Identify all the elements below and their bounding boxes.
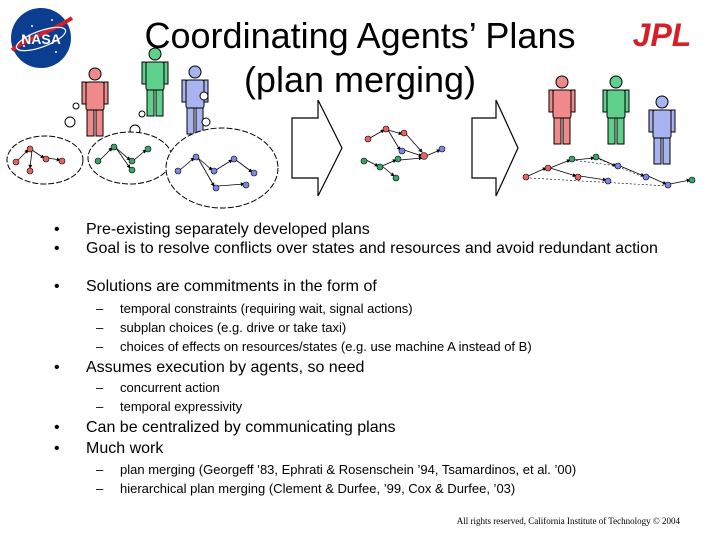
bullet-3: • Solutions are commitments in the form … [54, 278, 676, 296]
sub-bullet: –temporal constraints (requiring wait, s… [96, 301, 413, 316]
nasa-logo-text: NASA [21, 31, 61, 47]
bullet-4: • Assumes execution by agents, so need [54, 359, 676, 377]
sub-bullet-text: temporal expressivity [120, 399, 243, 414]
merge-arrow-2 [471, 99, 519, 197]
copyright-footer: All rights reserved, California Institut… [456, 516, 680, 526]
plan-graph-1-edges [17, 149, 61, 169]
bullet-text: Pre-existing separately developed plans [86, 221, 370, 238]
sub-bullet: –hierarchical plan merging (Clement & Du… [96, 481, 516, 496]
jpl-logo: JPL [633, 18, 692, 52]
bullet-dot: • [54, 440, 60, 457]
coordinated-graph-edges [527, 156, 691, 185]
sub-bullet: –concurrent action [96, 380, 220, 395]
jpl-logo-text: JPL [633, 18, 692, 52]
bullet-text: Assumes execution by agents, so need [86, 359, 365, 376]
plan-graph-3-nodes [174, 153, 258, 192]
communication-links [529, 157, 669, 187]
bullet-dot: • [54, 419, 60, 436]
sub-bullet-text: concurrent action [120, 380, 220, 395]
bullet-2: • Goal is to resolve conflicts over stat… [54, 240, 676, 258]
sub-bullet: –plan merging (Georgeff ’83, Ephrati & R… [96, 462, 577, 477]
merged-graph-nodes [360, 125, 446, 182]
bullet-5: • Can be centralized by communicating pl… [54, 419, 676, 437]
merged-graph-edges [365, 129, 441, 177]
sub-bullet-text: plan merging (Georgeff ’83, Ephrati & Ro… [120, 462, 577, 477]
nasa-logo: NASA [10, 8, 74, 68]
coordinated-graph-nodes [522, 153, 696, 189]
sub-bullet-text: subplan choices (e.g. drive or take taxi… [120, 320, 347, 335]
plan-graph-2-edges [99, 147, 147, 169]
bullet-1: • Pre-existing separately developed plan… [54, 221, 676, 239]
sub-bullet-text: choices of effects on resources/states (… [120, 339, 532, 354]
bullet-dot: • [54, 359, 60, 376]
sub-bullet-text: temporal constraints (requiring wait, si… [120, 301, 413, 316]
title-line-1: Coordinating Agents’ Plans [144, 15, 576, 56]
sub-bullet: –subplan choices (e.g. drive or take tax… [96, 320, 347, 335]
merge-arrow-1 [291, 99, 343, 197]
plan-cloud-3 [165, 127, 279, 209]
bullet-text: Goal is to resolve conflicts over states… [86, 240, 658, 257]
bullet-6: • Much work [54, 440, 676, 458]
bullet-dot: • [54, 240, 60, 257]
bullet-text: Can be centralized by communicating plan… [86, 419, 396, 436]
plan-merging-illustration [6, 47, 696, 209]
bullet-text: Much work [86, 440, 164, 457]
plan-graph-3-edges [179, 157, 253, 187]
sub-bullet-text: hierarchical plan merging (Clement & Dur… [120, 481, 516, 496]
page-title: Coordinating Agents’ Plans (plan merging… [110, 14, 610, 102]
bullet-dot: • [54, 278, 60, 295]
sub-bullet: –temporal expressivity [96, 399, 243, 414]
sub-bullet: –choices of effects on resources/states … [96, 339, 532, 354]
plan-graph-2-nodes [94, 143, 152, 174]
title-line-2: (plan merging) [243, 59, 477, 100]
bullet-dot: • [54, 221, 60, 238]
bullet-text: Solutions are commitments in the form of [86, 278, 377, 295]
plan-graph-1-nodes [12, 145, 66, 175]
